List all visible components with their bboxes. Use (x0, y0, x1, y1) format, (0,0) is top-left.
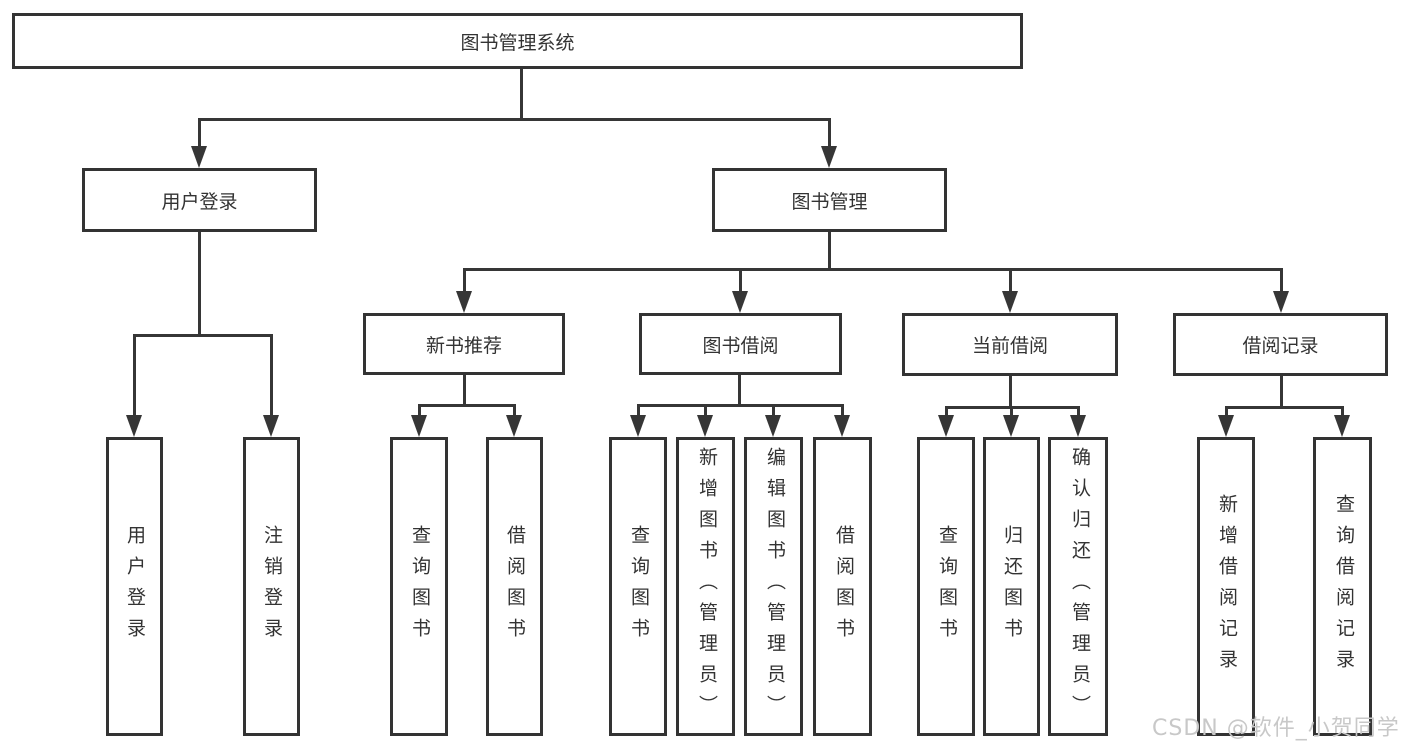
arrow-down-icon (1273, 291, 1289, 313)
arrow-down-icon (834, 415, 850, 437)
connector-line (1009, 376, 1012, 407)
connector-line (198, 232, 201, 336)
csdn-watermark: CSDN @软件_小贺同学 (1152, 716, 1400, 741)
arrow-down-icon (732, 291, 748, 313)
connector-line (841, 404, 844, 417)
connector-line (945, 406, 948, 417)
connector-line (418, 404, 421, 417)
connector-line (738, 375, 741, 406)
connector-line (1280, 376, 1283, 407)
arrow-down-icon (456, 291, 472, 313)
arrow-down-icon (506, 415, 522, 437)
node-borrowing-records: 借阅记录 (1173, 313, 1388, 376)
arrow-down-icon (765, 415, 781, 437)
connector-line (520, 69, 523, 121)
connector-line (1225, 406, 1228, 417)
node-current-borrowing: 当前借阅 (902, 313, 1118, 376)
node-book-management: 图书管理 (712, 168, 947, 232)
arrow-down-icon (1334, 415, 1350, 437)
connector-line (772, 404, 775, 417)
leaf-logout: 注销登录 (243, 437, 300, 736)
connector-line (198, 118, 831, 121)
arrow-down-icon (126, 415, 142, 437)
leaf-borrow-books: 借阅图书 (813, 437, 872, 736)
connector-line (418, 404, 516, 407)
node-library-management-system: 图书管理系统 (12, 13, 1023, 69)
leaf-add-books-admin: 新增图书（管理员） (676, 437, 735, 736)
connector-line (1280, 268, 1283, 293)
connector-line (1077, 406, 1080, 417)
arrow-down-icon (630, 415, 646, 437)
connector-line (828, 232, 831, 270)
arrow-down-icon (411, 415, 427, 437)
connector-line (463, 268, 1282, 271)
leaf-query-books: 查询图书 (609, 437, 667, 736)
arrow-down-icon (938, 415, 954, 437)
arrow-down-icon (1218, 415, 1234, 437)
connector-line (463, 268, 466, 293)
connector-line (1225, 406, 1344, 409)
connector-line (198, 118, 201, 148)
arrow-down-icon (191, 146, 207, 168)
arrow-down-icon (1003, 415, 1019, 437)
node-new-book-recommendation: 新书推荐 (363, 313, 565, 375)
connector-line (133, 334, 136, 417)
connector-line (133, 334, 273, 337)
leaf-query-books: 查询图书 (917, 437, 975, 736)
connector-line (270, 334, 273, 417)
connector-line (637, 404, 844, 407)
connector-line (1009, 268, 1012, 293)
arrow-down-icon (1070, 415, 1086, 437)
connector-line (1010, 406, 1013, 417)
node-book-borrowing: 图书借阅 (639, 313, 842, 375)
leaf-query-books: 查询图书 (390, 437, 448, 736)
connector-line (637, 404, 640, 417)
connector-line (704, 404, 707, 417)
connector-line (739, 268, 742, 293)
connector-line (463, 375, 466, 406)
connector-line (513, 404, 516, 417)
arrow-down-icon (821, 146, 837, 168)
leaf-return-books: 归还图书 (983, 437, 1040, 736)
leaf-borrow-books: 借阅图书 (486, 437, 543, 736)
leaf-edit-books-admin: 编辑图书（管理员） (744, 437, 803, 736)
leaf-add-borrow-record: 新增借阅记录 (1197, 437, 1255, 736)
leaf-query-borrow-record: 查询借阅记录 (1313, 437, 1372, 736)
connector-line (828, 118, 831, 148)
leaf-confirm-return-admin: 确认归还（管理员） (1048, 437, 1108, 736)
leaf-user-login: 用户登录 (106, 437, 163, 736)
connector-line (1341, 406, 1344, 417)
node-user-login: 用户登录 (82, 168, 317, 232)
arrow-down-icon (697, 415, 713, 437)
arrow-down-icon (1002, 291, 1018, 313)
arrow-down-icon (263, 415, 279, 437)
